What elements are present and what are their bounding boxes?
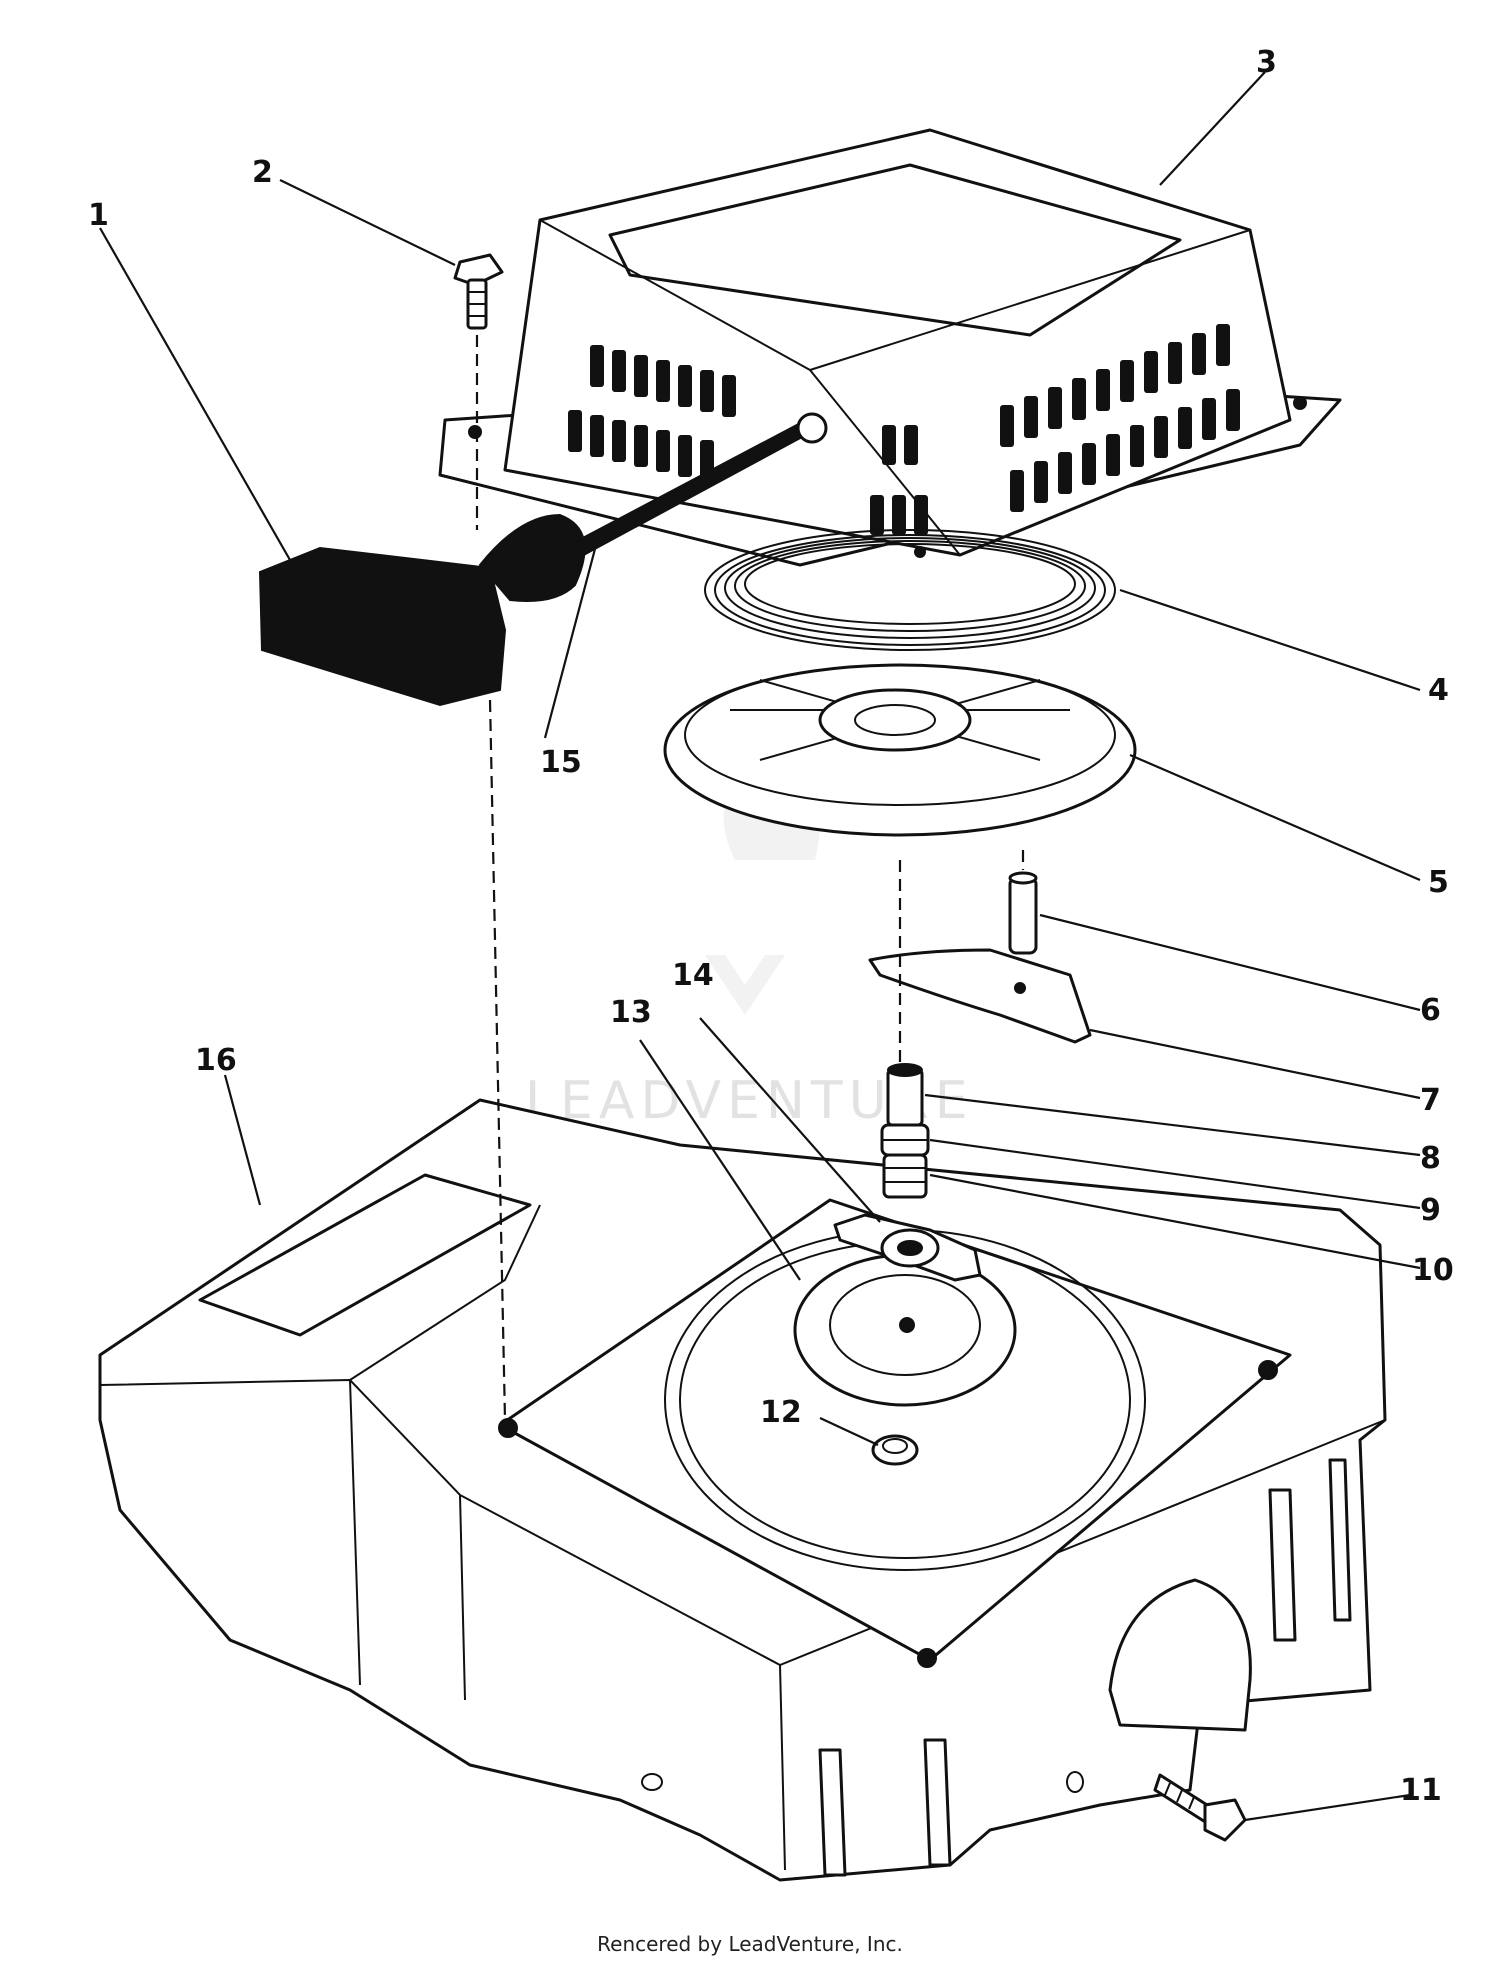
callout-4: 4 [1428,673,1449,708]
callout-7: 7 [1420,1083,1441,1118]
callout-16: 16 [195,1043,237,1078]
part-14-retainer [833,1213,982,1282]
part-1-handle [258,513,586,707]
part-6-pin [1008,871,1038,955]
part-9-spring [880,1123,930,1157]
part-5-pulley [663,663,1137,837]
part-8-spacer [886,1063,924,1127]
part-2-bolt [453,253,504,330]
callout-3: 3 [1256,45,1277,80]
callout-14: 14 [672,958,714,993]
callout-2: 2 [252,155,273,190]
callout-labels: 1 2 3 4 5 6 7 8 9 10 11 12 13 14 15 16 [88,45,1454,1808]
callout-6: 6 [1420,993,1441,1028]
callout-13: 13 [610,995,652,1030]
part-11-bolt [1153,1773,1247,1842]
callout-10: 10 [1412,1253,1454,1288]
part-4-rope-coils [704,529,1116,651]
callout-8: 8 [1420,1141,1441,1176]
callout-9: 9 [1420,1193,1441,1228]
footer-credit: Rencered by LeadVenture, Inc. [597,1932,903,1956]
part-3-starter-cover [438,128,1342,567]
callout-1: 1 [88,198,109,233]
alignment-line-handle [488,699,507,1421]
part-15-rope [558,412,828,567]
part-7-pawl [868,948,1092,1044]
part-12-bushing [871,1434,919,1466]
callout-12: 12 [760,1395,802,1430]
callout-15: 15 [540,745,582,780]
part-16-housing [98,1098,1387,1882]
callout-11: 11 [1400,1773,1442,1808]
leader-lines [99,71,1421,1822]
callout-5: 5 [1428,865,1449,900]
part-10-washer [882,1153,928,1199]
